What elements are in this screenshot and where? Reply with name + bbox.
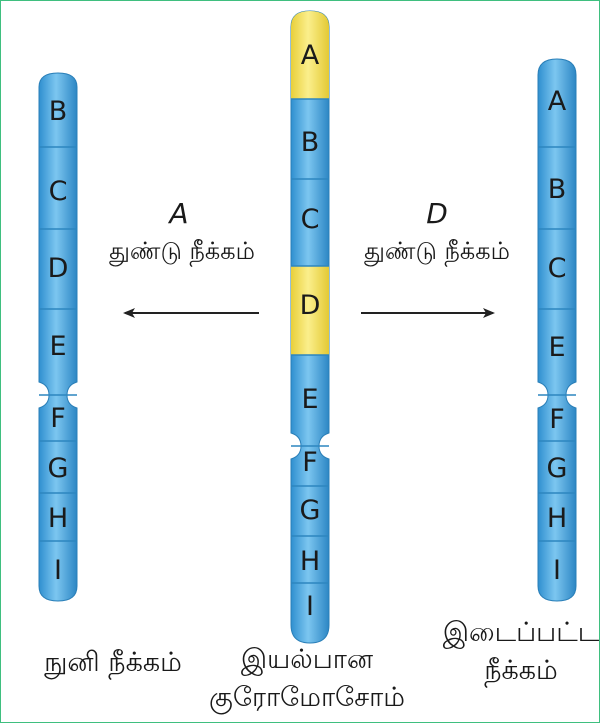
interstitial-deletion-caption-line1: இடைப்பட்ட: [443, 617, 600, 649]
deleted-segment-d: [291, 266, 329, 355]
band-label-a: A: [548, 86, 567, 117]
band-label-b: B: [548, 174, 567, 205]
deleted-segment-a: [291, 11, 329, 99]
deletion-label: துண்டு நீக்கம்: [364, 237, 510, 267]
band-label-i: I: [54, 555, 62, 586]
interstitial-deletion-caption-line2: நீக்கம்: [484, 655, 558, 688]
band-label-c: C: [301, 204, 320, 235]
band-label-d: D: [48, 253, 69, 284]
band-label-i: I: [553, 555, 561, 586]
chromosome-body: [537, 58, 577, 602]
band-label-g: G: [48, 453, 69, 484]
band-label-e: E: [301, 384, 318, 415]
chromosome-body: [38, 72, 78, 602]
band-label-f: F: [50, 403, 66, 434]
deleted-segment-letter: A: [167, 197, 188, 230]
band-dividers: [39, 146, 77, 542]
terminal-deletion-arrow-group: A துண்டு நீக்கம்: [109, 197, 259, 318]
terminal-deletion-caption: நுனி நீக்கம்: [44, 647, 182, 680]
deleted-segment-letter: D: [426, 197, 448, 230]
band-label-h: H: [48, 503, 68, 534]
band-label-g: G: [300, 495, 321, 526]
band-label-d: D: [300, 290, 321, 321]
deletion-label: துண்டு நீக்கம்: [109, 237, 255, 267]
band-label-e: E: [49, 331, 66, 362]
band-label-h: H: [547, 503, 567, 534]
band-label-a: A: [301, 40, 320, 71]
band-label-c: C: [548, 253, 567, 284]
band-label-e: E: [548, 332, 565, 363]
band-label-b: B: [301, 127, 320, 158]
band-label-h: H: [300, 546, 320, 577]
band-label-g: G: [547, 453, 568, 484]
band-dividers: [538, 146, 576, 542]
band-dividers: [291, 98, 329, 584]
normal-chromosome-caption-line1: இயல்பான: [241, 644, 373, 676]
interstitial-deletion-arrow-group: D துண்டு நீக்கம்: [361, 197, 510, 318]
normal-chromosome-caption-line2: குரோமோசோம்: [209, 682, 405, 714]
band-label-f: F: [549, 404, 565, 435]
band-label-i: I: [306, 591, 314, 622]
band-label-c: C: [49, 176, 68, 207]
band-label-b: B: [49, 96, 68, 127]
band-label-f: F: [302, 447, 318, 478]
